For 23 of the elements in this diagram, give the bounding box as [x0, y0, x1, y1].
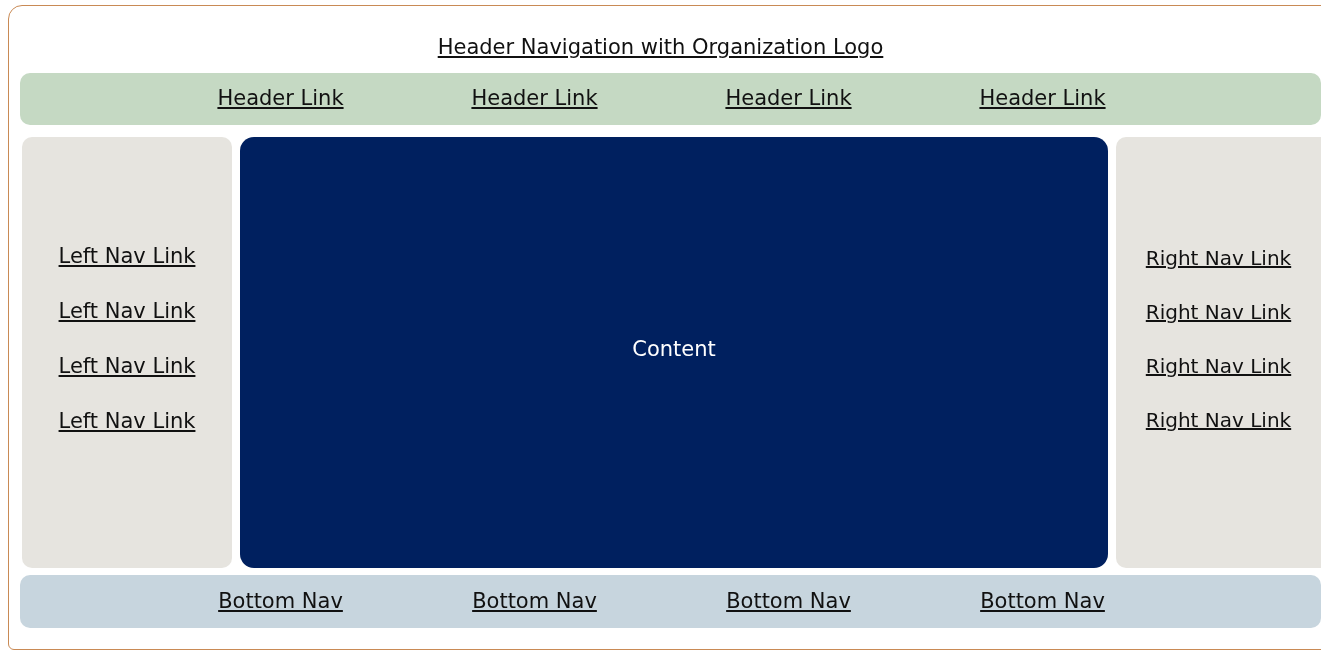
left-nav-link: Left Nav Link: [58, 355, 196, 377]
bottom-nav-bar: [20, 575, 1321, 628]
header-link: Header Link: [217, 85, 344, 113]
right-nav-panel: [1116, 137, 1321, 568]
left-nav-link: Left Nav Link: [58, 300, 196, 322]
header-link: Header Link: [471, 85, 598, 113]
content-area: [240, 137, 1108, 568]
right-nav-link: Right Nav Link: [1145, 247, 1292, 268]
content-label: Content: [632, 335, 716, 363]
right-nav-link: Right Nav Link: [1145, 409, 1292, 430]
left-nav-link: Left Nav Link: [58, 245, 196, 267]
left-nav-link: Left Nav Link: [58, 410, 196, 432]
bottom-nav-link: Bottom Nav: [726, 587, 851, 615]
right-nav-link: Right Nav Link: [1145, 355, 1292, 376]
bottom-nav-link: Bottom Nav: [980, 587, 1105, 615]
right-nav-link: Right Nav Link: [1145, 301, 1292, 322]
bottom-nav-link: Bottom Nav: [218, 587, 343, 615]
header-link: Header Link: [979, 85, 1106, 113]
header-nav-bar: [20, 73, 1321, 125]
left-nav-panel: [22, 137, 232, 568]
header-link: Header Link: [725, 85, 852, 113]
page-title: Header Navigation with Organization Logo: [437, 34, 884, 61]
bottom-nav-link: Bottom Nav: [472, 587, 597, 615]
